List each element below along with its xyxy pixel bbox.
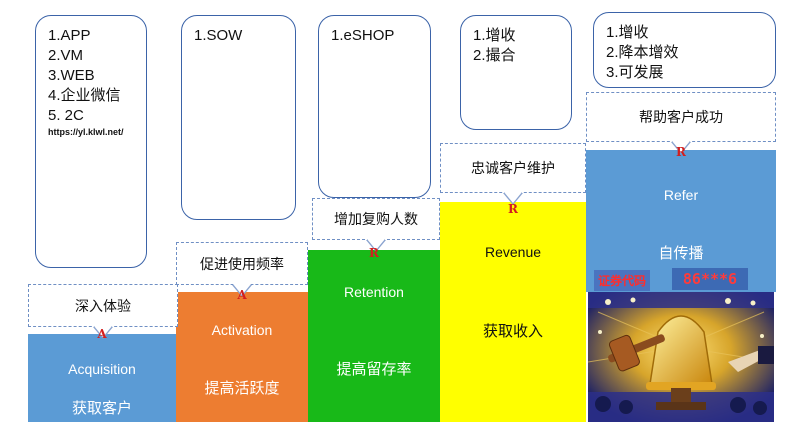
note-line: 1.增收 xyxy=(606,24,649,41)
promo-code: 86***6 xyxy=(672,268,748,290)
note-retention: 1.eSHOP xyxy=(318,15,431,198)
note-line: 3.WEB xyxy=(48,67,95,84)
stage-badge-retention: R xyxy=(369,246,379,260)
callout-text: 帮助客户成功 xyxy=(639,109,723,125)
note-refer: 1.增收 2.降本增效 3.可发展 xyxy=(593,12,776,88)
stage-bar-activation: Activation 提高活跃度 xyxy=(176,292,308,422)
stage-subtitle: 提高活跃度 xyxy=(204,380,280,397)
stage-title: Refer xyxy=(663,187,699,203)
note-line: 2.撮合 xyxy=(473,47,516,64)
promo-tag: 证券代码 xyxy=(594,270,651,291)
note-line: 5. 2C xyxy=(48,107,84,124)
stage-subtitle: 提高留存率 xyxy=(336,361,412,378)
stage-bar-retention: Retention 提高留存率 xyxy=(308,250,440,422)
note-line: 2.VM xyxy=(48,47,84,64)
stage-badge-acquisition: A xyxy=(97,327,107,341)
note-activation: 1.SOW xyxy=(181,15,296,220)
callout-text: 促进使用频率 xyxy=(200,255,284,272)
stage-badge-activation: A xyxy=(237,288,247,302)
note-line: 3.可发展 xyxy=(606,64,664,81)
stage-title: Retention xyxy=(344,284,404,300)
callout-pointer xyxy=(672,141,690,152)
callout-retention: 增加复购人数 xyxy=(312,198,440,252)
callout-pointer xyxy=(94,326,112,337)
stage-subtitle: 获取收入 xyxy=(482,323,543,340)
callout-text: 忠诚客户维护 xyxy=(471,160,555,176)
note-line: 1.增收 xyxy=(473,27,516,44)
stage-title: Revenue xyxy=(484,244,542,260)
note-line: 4.企业微信 xyxy=(48,87,121,104)
note-revenue: 1.增收 2.撮合 xyxy=(460,15,572,130)
callout-revenue: 忠诚客户维护 xyxy=(440,143,586,205)
callout-acquisition: 深入体验 xyxy=(28,284,178,339)
callout-pointer xyxy=(233,284,251,295)
note-line: 1.SOW xyxy=(194,27,243,44)
note-acquisition: 1.APP 2.VM 3.WEB 4.企业微信 5. 2C https://yl… xyxy=(35,15,147,268)
stage-bar-acquisition: Acquisition 获取客户 xyxy=(28,334,176,422)
stage-title: Activation xyxy=(211,322,273,338)
stage-bar-revenue: Revenue 获取收入 xyxy=(440,202,586,422)
note-url: https://yl.klwl.net/ xyxy=(48,127,124,137)
stage-badge-refer: R xyxy=(676,145,686,159)
stage-title: Acquisition xyxy=(68,361,136,377)
stage-subtitle: 获取客户 xyxy=(71,400,132,417)
note-line: 2.降本增效 xyxy=(606,44,679,61)
callout-pointer xyxy=(367,239,385,250)
callout-refer: 帮助客户成功 xyxy=(586,92,776,154)
callout-activation: 促进使用频率 xyxy=(176,242,308,297)
note-line: 1.APP xyxy=(48,27,91,44)
stage-subtitle: 自传播 xyxy=(658,245,704,262)
callout-text: 增加复购人数 xyxy=(334,211,418,227)
callout-pointer xyxy=(504,192,522,203)
note-line: 1.eSHOP xyxy=(331,27,395,44)
promo-illustration xyxy=(588,292,774,422)
stage-badge-revenue: R xyxy=(508,202,518,216)
gavel-bell-icon xyxy=(588,292,774,422)
callout-text: 深入体验 xyxy=(75,297,131,314)
